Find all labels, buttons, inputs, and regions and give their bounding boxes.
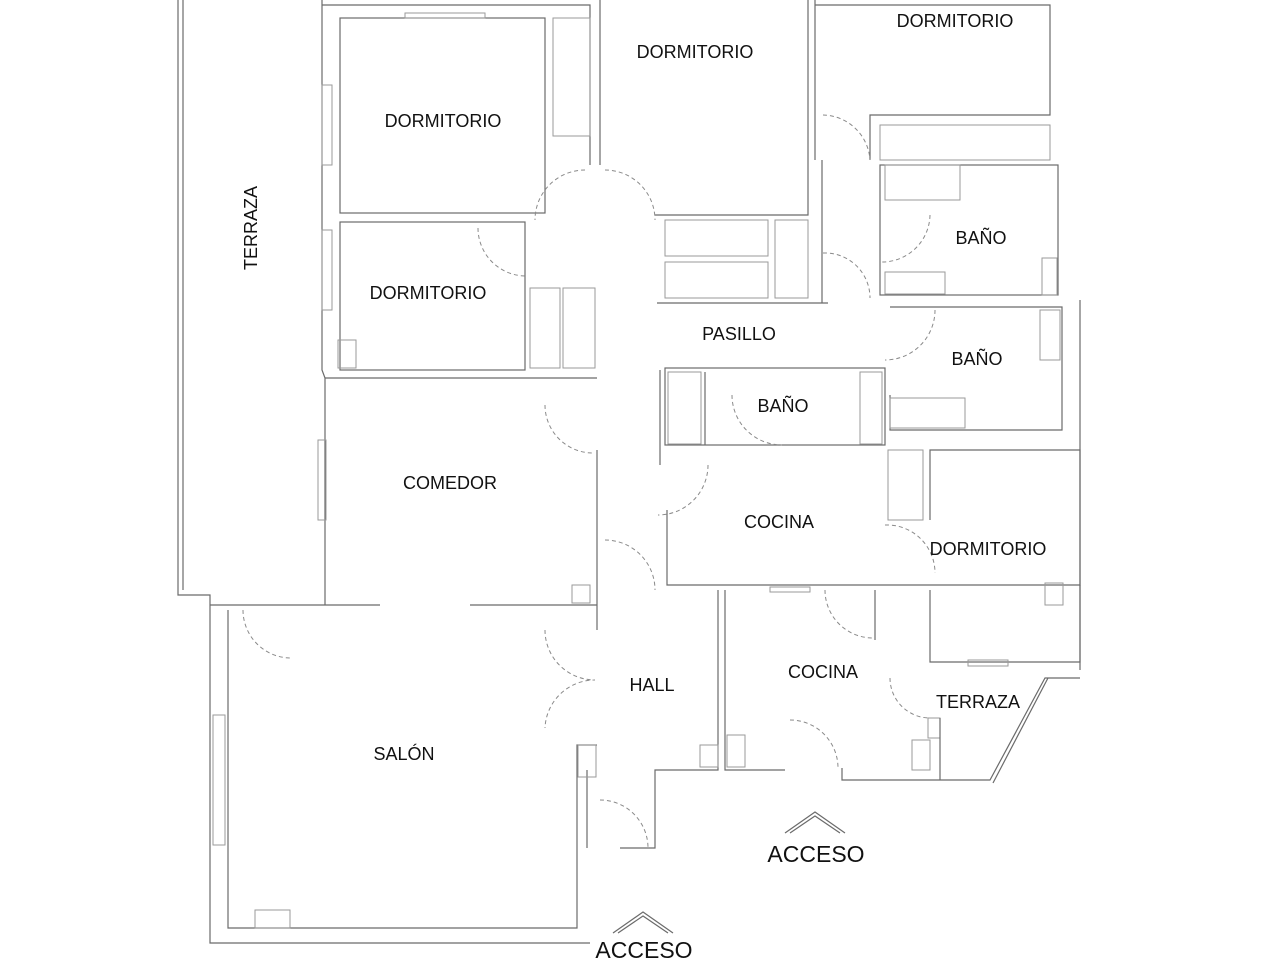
room-label-hall: HALL bbox=[629, 675, 674, 695]
room-label-dormitorio: DORMITORIO bbox=[370, 283, 487, 303]
room-label-bano: BAÑO bbox=[951, 348, 1002, 369]
room-label-terraza: TERRAZA bbox=[241, 186, 261, 270]
room-label-salon: SALÓN bbox=[373, 743, 434, 764]
room-label-bano: BAÑO bbox=[955, 227, 1006, 248]
room-label-cocina: COCINA bbox=[788, 662, 858, 682]
room-label-dormitorio: DORMITORIO bbox=[930, 539, 1047, 559]
room-labels: DORMITORIO DORMITORIO DORMITORIO DORMITO… bbox=[241, 11, 1046, 960]
door-swings bbox=[242, 114, 936, 849]
room-label-dormitorio: DORMITORIO bbox=[385, 111, 502, 131]
room-label-bano: BAÑO bbox=[757, 395, 808, 416]
access-label-main: ACCESO bbox=[767, 841, 864, 867]
access-label-secondary: ACCESO bbox=[595, 937, 692, 960]
room-label-terraza: TERRAZA bbox=[936, 692, 1020, 712]
room-label-pasillo: PASILLO bbox=[702, 324, 776, 344]
room-label-cocina: COCINA bbox=[744, 512, 814, 532]
room-label-comedor: COMEDOR bbox=[403, 473, 497, 493]
room-label-dormitorio: DORMITORIO bbox=[637, 42, 754, 62]
access-arrows bbox=[612, 811, 846, 934]
walls bbox=[177, 0, 1081, 944]
room-label-dormitorio: DORMITORIO bbox=[897, 11, 1014, 31]
